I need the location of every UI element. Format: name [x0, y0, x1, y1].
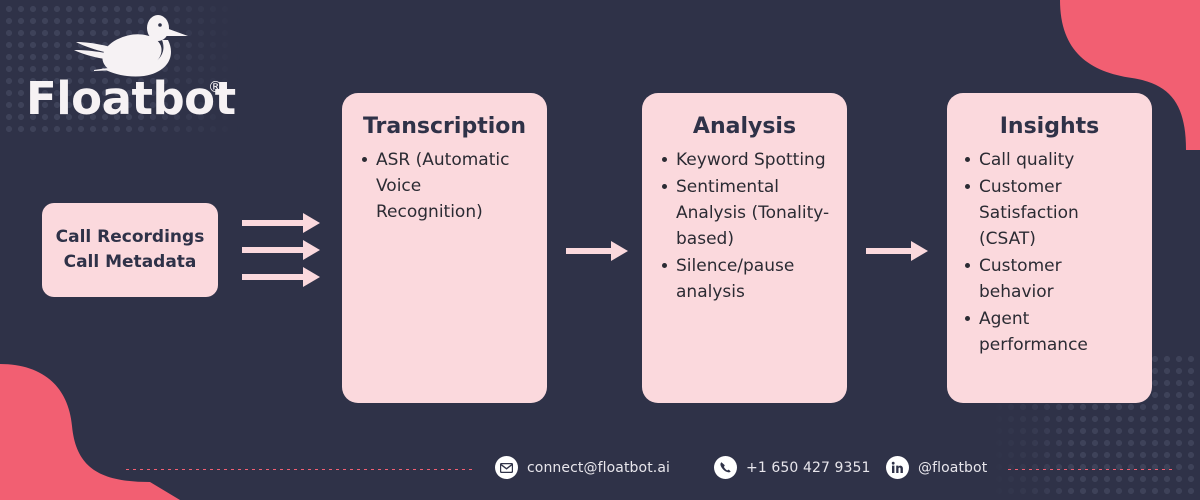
stage-item-list: Call quality Customer Satisfaction (CSAT…: [947, 147, 1152, 358]
arrow-icon: [242, 213, 320, 233]
contact-linkedin[interactable]: @floatbot: [886, 456, 987, 479]
list-item: Call quality: [965, 147, 1138, 173]
stage-card-analysis: Analysis Keyword Spotting Sentimental An…: [642, 93, 847, 403]
list-item: ASR (Automatic Voice Recognition): [362, 147, 533, 225]
arrow-icon: [566, 241, 628, 261]
arrow-icon: [866, 241, 928, 261]
stage-title: Transcription: [362, 114, 527, 139]
dotted-divider-right: [1006, 468, 1176, 471]
list-item: Sentimental Analysis (Tonality-based): [662, 174, 833, 252]
footer-contact-bar: connect@floatbot.ai +1 650 427 9351 @flo…: [0, 444, 1200, 500]
envelope-icon: [495, 456, 518, 479]
brand-logo: Floatbot ®: [26, 14, 236, 124]
list-item: Agent performance: [965, 306, 1138, 358]
phone-icon: [714, 456, 737, 479]
source-line-2: Call Metadata: [63, 252, 197, 272]
contact-phone-label: +1 650 427 9351: [746, 459, 871, 476]
arrow-icon: [242, 267, 320, 287]
arrow-group-source-to-transcription: [242, 213, 324, 288]
brand-wordmark: Floatbot: [26, 72, 236, 125]
list-item: Customer behavior: [965, 253, 1138, 305]
arrow-analysis-to-insights: [866, 241, 928, 261]
stage-item-list: ASR (Automatic Voice Recognition): [342, 147, 547, 225]
linkedin-icon: [886, 456, 909, 479]
registered-mark: ®: [208, 78, 223, 96]
contact-linkedin-label: @floatbot: [918, 459, 988, 476]
dotted-divider-left: [124, 468, 472, 471]
contact-email[interactable]: connect@floatbot.ai: [495, 456, 670, 479]
stage-item-list: Keyword Spotting Sentimental Analysis (T…: [642, 147, 847, 305]
stage-title: Insights: [999, 114, 1100, 139]
arrow-icon: [242, 240, 320, 260]
contact-email-label: connect@floatbot.ai: [527, 459, 671, 476]
bird-logo-icon: [74, 15, 188, 77]
contact-phone[interactable]: +1 650 427 9351: [714, 456, 871, 479]
stage-title: Analysis: [692, 114, 797, 139]
source-inputs-box: Call Recordings Call Metadata: [42, 203, 218, 297]
list-item: Customer Satisfaction (CSAT): [965, 174, 1138, 252]
arrow-transcription-to-analysis: [566, 241, 628, 261]
stage-card-insights: Insights Call quality Customer Satisfact…: [947, 93, 1152, 403]
list-item: Silence/pause analysis: [662, 253, 833, 305]
source-line-1: Call Recordings: [55, 227, 205, 248]
stage-card-transcription: Transcription ASR (Automatic Voice Recog…: [342, 93, 547, 403]
list-item: Keyword Spotting: [662, 147, 833, 173]
